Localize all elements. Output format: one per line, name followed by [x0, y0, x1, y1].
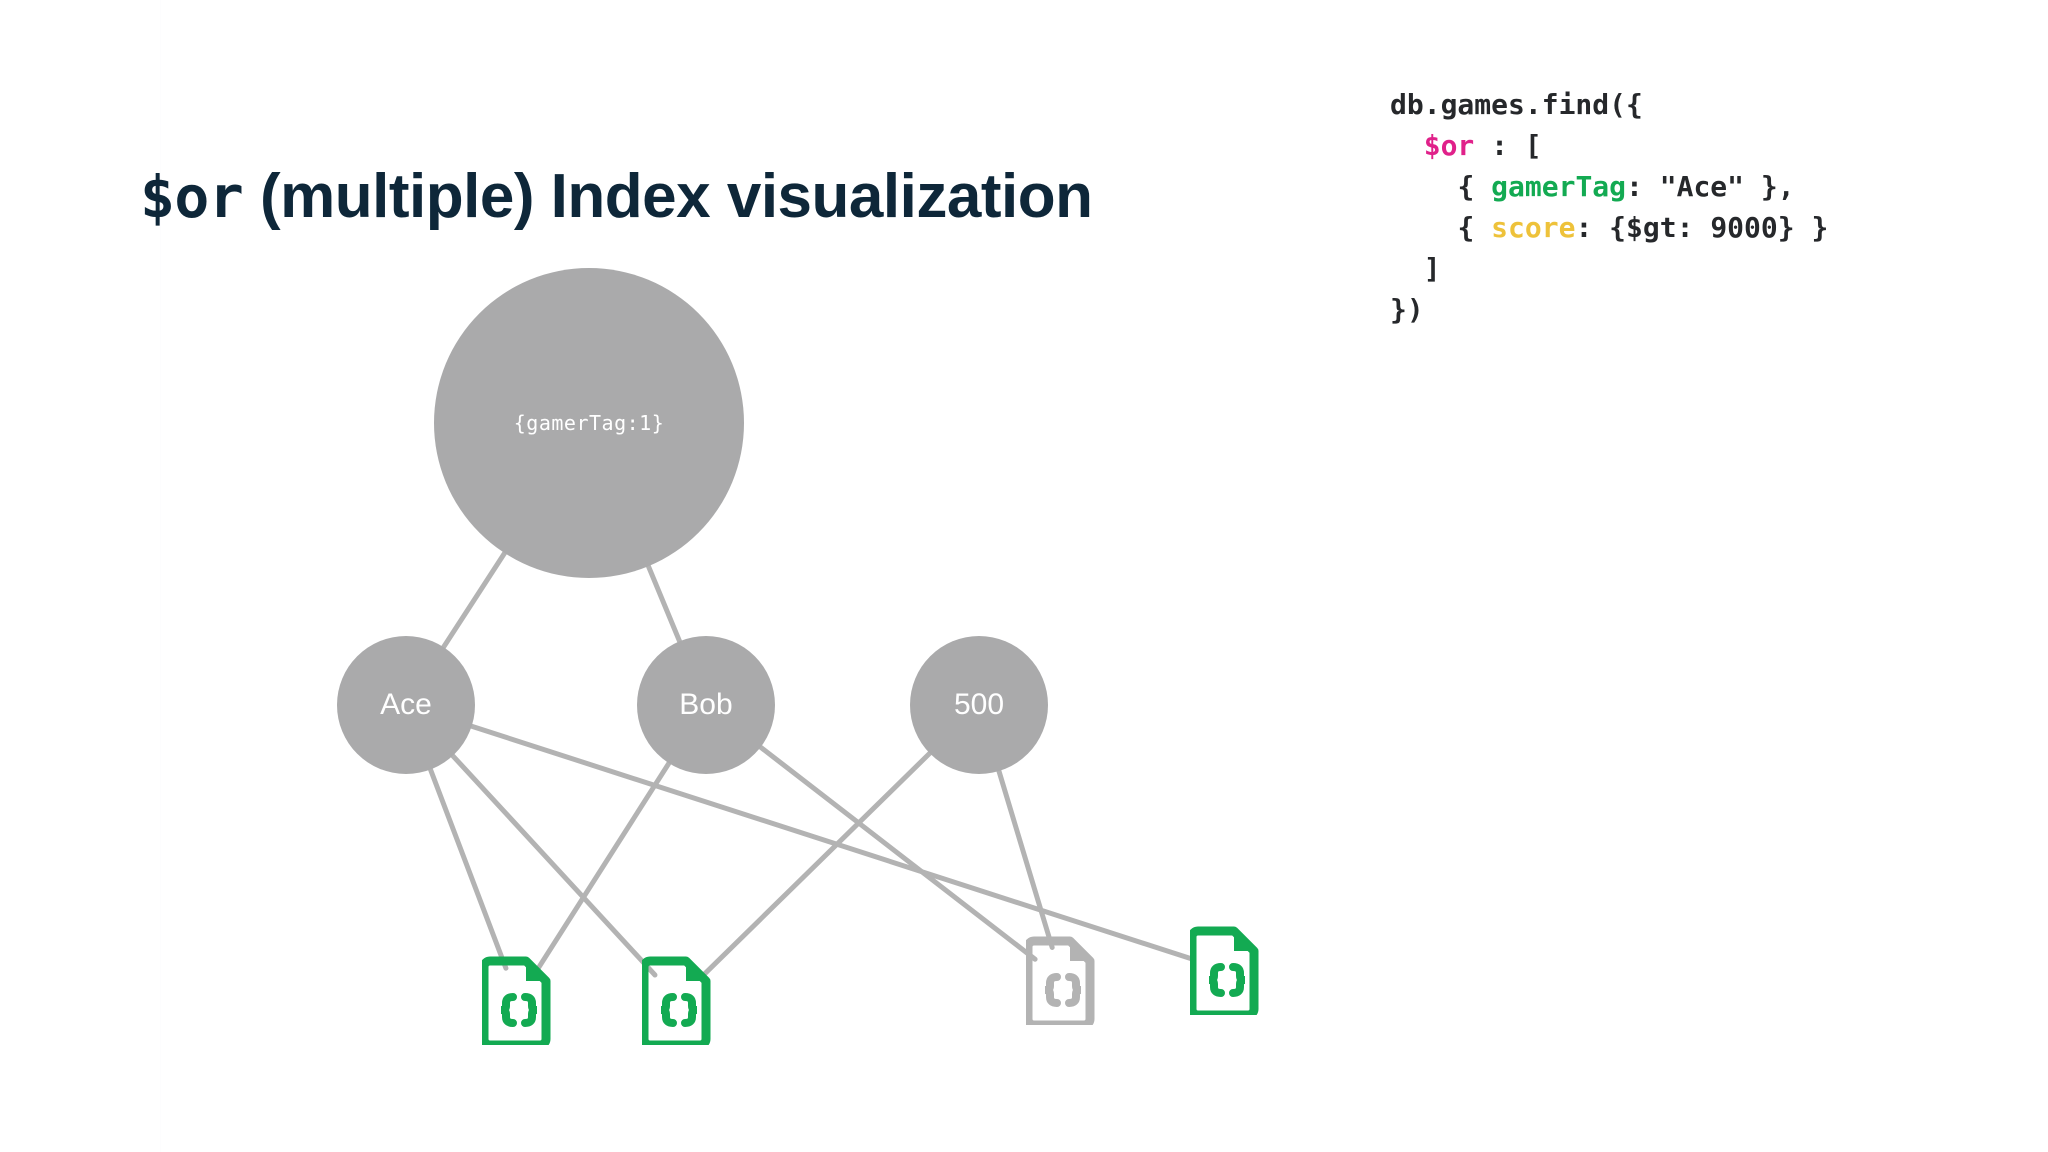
- code-token: score: [1491, 211, 1576, 244]
- index-key-node-bob-label: Bob: [679, 688, 733, 721]
- index-key-node-500[interactable]: 500: [910, 636, 1048, 774]
- index-root-node-label: {gamerTag:1}: [513, 411, 665, 435]
- tree-edge: [467, 723, 1197, 963]
- page-title-mono-token: $or: [140, 162, 244, 231]
- json-document-glyph: [639, 956, 711, 1050]
- code-token: {: [1457, 211, 1492, 244]
- code-line: db.games.find({: [1390, 84, 1828, 125]
- index-key-node-500-label: 500: [953, 688, 1005, 721]
- json-document-icon[interactable]: [1187, 925, 1262, 1020]
- json-document-glyph: [479, 956, 551, 1050]
- json-document-icon[interactable]: [639, 955, 714, 1050]
- json-document-icon[interactable]: [1023, 935, 1098, 1030]
- code-line: { score: {$gt: 9000} }: [1390, 207, 1828, 248]
- code-token: }): [1390, 293, 1424, 326]
- code-token: $or: [1423, 129, 1475, 162]
- code-token: : [: [1474, 129, 1542, 162]
- tree-edge: [645, 561, 684, 648]
- tree-edge: [995, 766, 1055, 950]
- json-document-glyph: [1187, 926, 1259, 1020]
- code-token: db.games.find({: [1390, 88, 1643, 121]
- tree-edge: [699, 749, 934, 979]
- tree-edge: [427, 765, 509, 971]
- index-key-node-ace-label: Ace: [380, 688, 432, 721]
- code-token: gamerTag: [1491, 170, 1627, 203]
- json-document-icon[interactable]: [479, 955, 554, 1050]
- page-title-rest: (multiple) Index visualization: [243, 161, 1093, 231]
- code-line: { gamerTag: "Ace" },: [1390, 166, 1828, 207]
- index-key-node-bob[interactable]: Bob: [637, 636, 775, 774]
- code-line: $or : [: [1390, 125, 1828, 166]
- code-token: {: [1457, 170, 1492, 203]
- code-token: ]: [1423, 252, 1441, 285]
- code-line: ]: [1390, 248, 1828, 289]
- tree-edge: [533, 759, 673, 974]
- index-root-node[interactable]: {gamerTag:1}: [434, 268, 744, 578]
- slide-edge-divider: [160, 0, 161, 1152]
- code-token: : "Ace" },: [1626, 170, 1795, 203]
- code-token: : {$gt: 9000} }: [1575, 211, 1829, 244]
- json-document-glyph: [1023, 936, 1095, 1030]
- page-title: $or (multiple) Index visualization: [140, 162, 1093, 231]
- code-line: }): [1390, 289, 1828, 330]
- tree-edge: [756, 743, 1038, 962]
- query-code-block: db.games.find({ $or : [ { gamerTag: "Ace…: [1390, 84, 1828, 330]
- tree-edge: [438, 548, 509, 653]
- tree-edge: [448, 751, 658, 978]
- index-key-node-ace[interactable]: Ace: [337, 636, 475, 774]
